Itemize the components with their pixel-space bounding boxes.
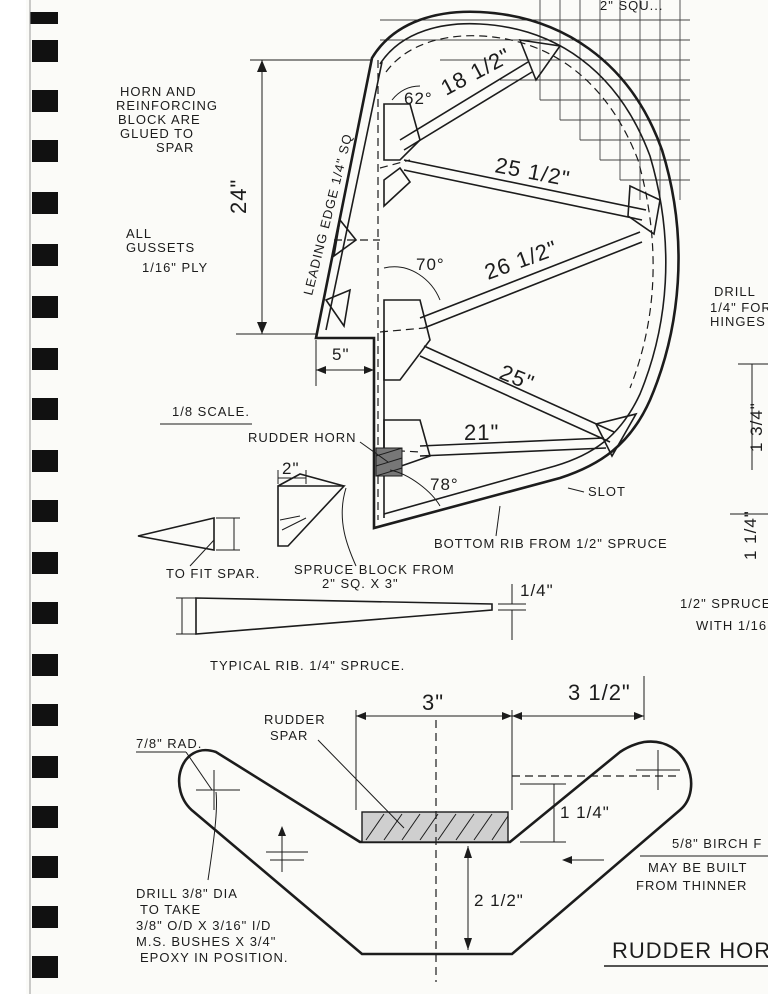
note-gussets-line1: ALL [126, 226, 152, 241]
offset-label: 5" [332, 345, 350, 364]
rad-leader [185, 751, 213, 791]
horn-drill-line5: EPOXY IN POSITION. [140, 950, 289, 965]
rudder-horn-leader [359, 441, 389, 463]
angle-arc-top [391, 85, 421, 101]
horn-width-label: 3" [422, 690, 444, 715]
rib-end-label: 1/4" [520, 581, 554, 600]
spruce-block-line1: SPRUCE BLOCK FROM [294, 562, 455, 577]
drill-hinges-line2: 1/4" FOR [710, 300, 768, 315]
note-horn-block-line5: SPAR [156, 140, 194, 155]
rudder-ribs [379, 61, 647, 457]
offset-dimension [315, 340, 374, 386]
fit-spar-sketch [137, 516, 240, 567]
horn-rad-label: 7/8" RAD. [136, 736, 202, 751]
horn-drill-line1: DRILL 3/8" DIA [136, 886, 238, 901]
scale-label: 1/8 SCALE. [172, 404, 250, 419]
note-horn-block-line3: BLOCK ARE [118, 112, 201, 127]
note-horn-block-line2: REINFORCING [116, 98, 218, 113]
rudder-horn-mark [375, 447, 403, 477]
binder-spiral [0, 0, 58, 994]
rib-3-length: 26 1/2" [481, 235, 561, 284]
rudder-horn-label: RUDDER HORN [248, 430, 357, 445]
to-fit-spar-label: TO FIT SPAR. [166, 566, 260, 581]
spruce-block-line2: 2" SQ. X 3" [322, 576, 399, 591]
height-dimension [236, 59, 372, 335]
note-gussets-line2: GUSSETS [126, 240, 195, 255]
header-clip: 2" SQU... [600, 0, 663, 13]
bottom-rib-label: BOTTOM RIB FROM 1/2" SPRUCE [434, 536, 668, 551]
horn-spar-line2: SPAR [270, 728, 308, 743]
right-dim-b: 1 1/4" [741, 510, 760, 560]
slot-leader [567, 487, 585, 493]
height-label: 24" [226, 179, 251, 214]
horn-drill-line2: TO TAKE [140, 902, 201, 917]
angle-mid-label: 70° [416, 255, 445, 274]
horn-spar-depth-label: 1 1/4" [560, 803, 610, 822]
horn-title: RUDDER HOR [612, 938, 768, 963]
horn-plate [177, 720, 693, 982]
typical-rib-sketch [176, 584, 526, 640]
horn-dimensions [266, 676, 645, 950]
horn-drill-line4: M.S. BUSHES X 3/4" [136, 934, 276, 949]
slot-label: SLOT [588, 484, 626, 499]
note-horn-block-line4: GLUED TO [120, 126, 194, 141]
bottom-rib-leader [495, 505, 501, 537]
horn-depth-label: 2 1/2" [474, 891, 524, 910]
leading-edge-label: LEADING EDGE 1/4" SQ [300, 132, 355, 297]
spruce-block-sketch [277, 470, 357, 567]
right-dim-a: 1 3/4" [747, 402, 766, 452]
drill-hinges-line1: DRILL [714, 284, 756, 299]
rib-4-length: 25" [496, 359, 538, 395]
angle-arc-mid [383, 266, 441, 301]
rib-5-length: 21" [464, 420, 499, 445]
note-horn-block-line1: HORN AND [120, 84, 197, 99]
angle-top-label: 62° [404, 89, 433, 108]
block-width-label: 2" [282, 459, 300, 478]
typical-rib-label: TYPICAL RIB. 1/4" SPRUCE. [210, 658, 405, 673]
horn-offset-label: 3 1/2" [568, 680, 631, 705]
horn-spar-line1: RUDDER [264, 712, 326, 727]
horn-birch-line2: MAY BE BUILT [648, 860, 747, 875]
note-gussets-line3: 1/16" PLY [142, 260, 208, 275]
horn-birch-line3: FROM THINNER [636, 878, 747, 893]
graph-grid [380, 0, 690, 200]
drill-hinges-line3: HINGES [710, 314, 766, 329]
right-spruce-line2: WITH 1/16 [696, 618, 767, 633]
spar-leader [317, 739, 405, 829]
rib-2-length: 25 1/2" [493, 152, 572, 191]
angle-bottom-label: 78° [430, 475, 459, 494]
horn-birch-line1: 5/8" BIRCH F [672, 836, 762, 851]
rib-top-length: 18 1/2" [437, 43, 516, 101]
right-spruce-line1: 1/2" SPRUCE [680, 596, 768, 611]
drill-leader [207, 791, 218, 881]
horn-drill-line3: 3/8" O/D X 3/16" I/D [136, 918, 271, 933]
angle-arc-bottom [389, 469, 441, 507]
